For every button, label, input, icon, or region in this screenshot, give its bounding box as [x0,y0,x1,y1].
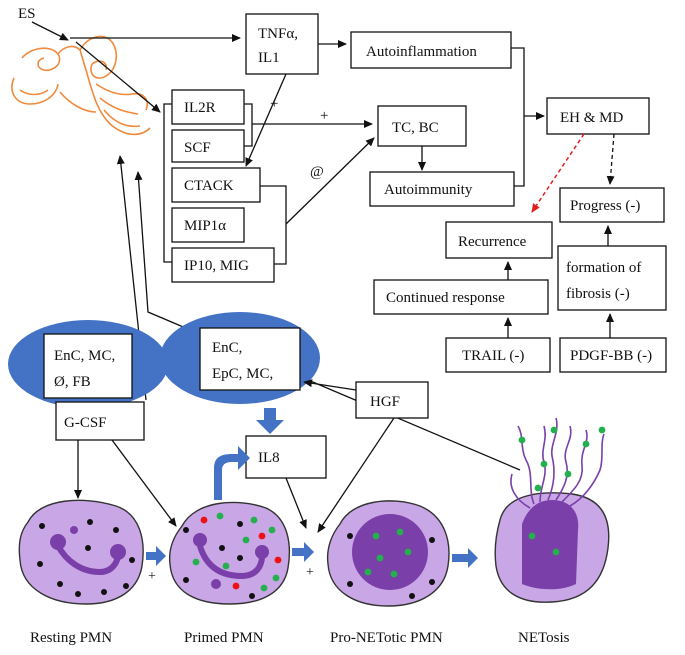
autoimmunity-box [369,171,515,207]
pdgf-box [559,337,667,373]
primed-pmn-cell [168,501,291,605]
scf-label: SCF [184,140,211,156]
fibrosis-box [557,245,667,311]
pro-netotic-pmn-cell [326,500,450,607]
scf-box [171,129,245,163]
il8-label: IL8 [258,450,280,466]
at-sign: @ [310,164,324,180]
gcsf-box [55,401,145,441]
ctack-label: CTACK [184,178,234,194]
oval2-line2: EpC, MC, [212,366,273,382]
tc-bc-box [377,105,467,147]
tnf-label: TNFα, [258,26,298,42]
fibrosis-label-2: fibrosis (-) [566,286,630,302]
hgf-box [355,381,429,419]
ip10-mig-label: IP10, MIG [184,258,249,274]
plus-sign: + [270,96,278,112]
stage-arrow-3 [452,548,478,568]
plus-sign-3: + [148,569,156,584]
stage-arrow-1 [146,546,166,566]
fibrosis-label-1: formation of [566,260,641,276]
autoimmunity-label: Autoimmunity [384,182,473,198]
down-arrow-2 [256,408,284,434]
recurrence-label: Recurrence [458,234,527,250]
mip1a-box [171,207,245,243]
ip10-mig-box [171,247,275,283]
il2r-box [171,89,245,125]
mip1a-label: MIP1α [184,218,226,234]
primed-pmn-label: Primed PMN [184,630,264,646]
curved-arrow [214,446,250,500]
trail-label: TRAIL (-) [462,348,524,364]
source-cells-box-1 [43,333,133,399]
continued-response-box [373,279,549,315]
ctack-box [171,167,261,203]
inner-ear-icon [11,35,151,136]
netosis-label: NETosis [518,630,570,646]
oval2-line1: EnC, [212,340,242,356]
il8-box [245,435,327,479]
eh-md-box [546,97,650,135]
tc-bc-label: TC, BC [392,120,439,136]
progress-label: Progress (-) [570,198,640,214]
es-label: ES [18,6,36,22]
pro-netotic-pmn-label: Pro-NETotic PMN [330,630,443,646]
hgf-label: HGF [370,394,400,410]
autoinflammation-label: Autoinflammation [366,44,477,60]
netosis-cell [494,417,610,603]
stage-arrow-2 [292,542,314,562]
tnf-il1-box [245,13,319,75]
plus-sign-4: + [306,565,314,580]
il2r-label: IL2R [184,100,216,116]
plus-sign-2: + [320,108,328,124]
gcsf-label: G-CSF [64,415,107,431]
eh-md-label: EH & MD [560,110,624,126]
source-cells-box-2 [199,327,301,391]
trail-box [445,337,551,373]
pdgf-label: PDGF-BB (-) [570,348,652,364]
oval1-line1: EnC, MC, [54,348,115,364]
recurrence-box [445,221,553,259]
autoinflammation-box [350,31,512,69]
il1-label: IL1 [258,50,280,66]
resting-pmn-cell [18,499,144,605]
continued-response-label: Continued response [386,290,505,306]
progress-box [559,187,665,223]
resting-pmn-label: Resting PMN [30,630,112,646]
oval1-line2: Ø, FB [54,374,91,390]
